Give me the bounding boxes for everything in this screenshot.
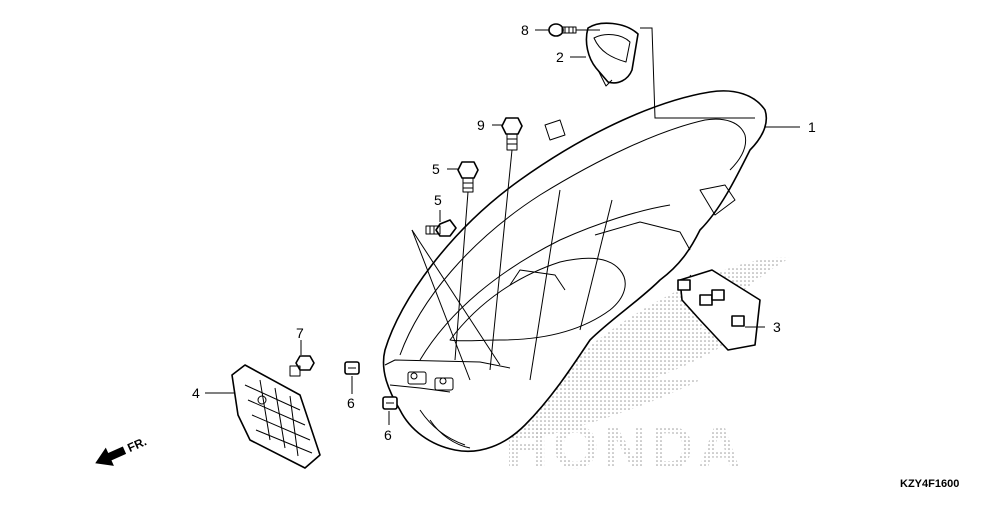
callout-5-lower: 5 — [434, 192, 442, 208]
screw-part-8 — [548, 23, 577, 37]
diagram-reference-code: KZY4F1600 — [900, 478, 959, 490]
callout-6-upper: 6 — [347, 395, 355, 411]
callout-9: 9 — [477, 117, 485, 133]
grille-panel-part-4 — [231, 364, 321, 469]
honda-wordmark: HONDA — [505, 414, 745, 481]
callout-1: 1 — [808, 119, 816, 135]
bolt-part-9 — [501, 117, 523, 151]
callout-4: 4 — [192, 385, 200, 401]
front-direction-indicator: FR. — [95, 434, 149, 466]
plate-part-3 — [677, 269, 761, 351]
callout-5-upper: 5 — [432, 161, 440, 177]
callout-8: 8 — [521, 22, 529, 38]
callout-7: 7 — [296, 325, 304, 341]
bolt-part-5-lower — [425, 219, 457, 237]
front-arrow-icon — [95, 446, 127, 466]
bolt-part-7 — [289, 355, 315, 377]
clip-part-6-upper — [344, 361, 360, 375]
callout-labels: 1 2 3 4 5 5 6 6 7 8 9 — [192, 22, 816, 443]
callout-6-lower: 6 — [384, 427, 392, 443]
callout-3: 3 — [773, 319, 781, 335]
bolt-part-5-upper — [457, 161, 479, 193]
front-direction-label: FR. — [125, 434, 148, 455]
cover-part-2 — [585, 22, 639, 87]
clip-part-6-lower — [382, 396, 398, 410]
leader-lines — [205, 27, 800, 425]
callout-2: 2 — [556, 49, 564, 65]
